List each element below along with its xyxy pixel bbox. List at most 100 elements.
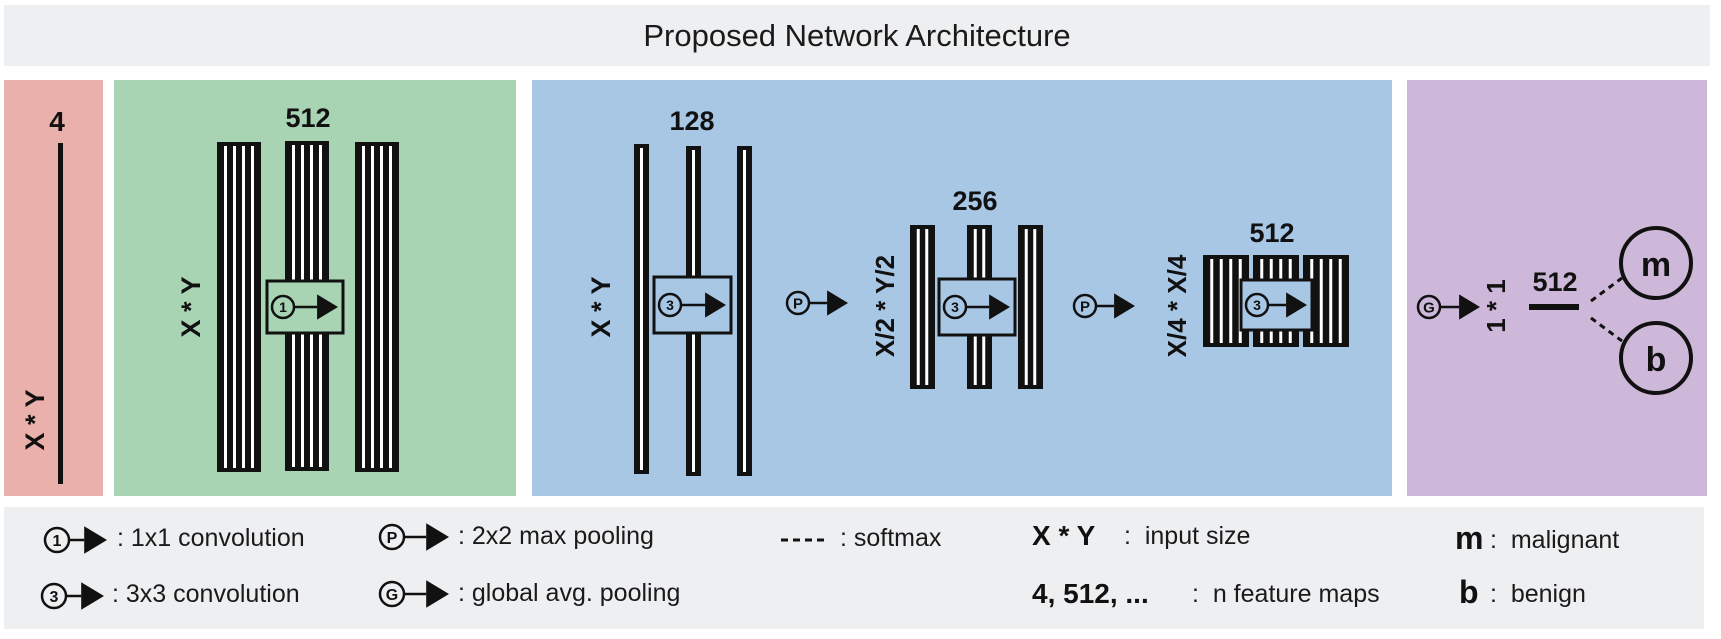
feature-map-bar xyxy=(910,225,935,389)
output-panel xyxy=(1407,80,1707,496)
op-symbol: G xyxy=(1423,299,1435,316)
input-feature-maps-label: 4 xyxy=(49,106,65,137)
bar-body xyxy=(355,142,399,472)
op-symbol: G xyxy=(386,587,398,604)
global-avg-pool-icon: G xyxy=(1416,294,1480,320)
stage1-feature-maps-label: 512 xyxy=(285,103,330,133)
conv3x3-icon: 3 xyxy=(1244,292,1307,318)
legend-benign-text: : benign xyxy=(1490,580,1586,608)
arrow-head xyxy=(81,582,104,610)
arrow-head xyxy=(317,294,338,320)
feature-map-bar xyxy=(737,146,752,476)
bar-gap xyxy=(380,146,383,468)
bar-gap xyxy=(371,146,374,468)
feature-map-bar xyxy=(217,142,261,472)
legend-maxpool-icon: P xyxy=(378,523,449,551)
legend-conv1x1-text: : 1x1 convolution xyxy=(117,524,305,552)
block256-feature-stack xyxy=(910,225,1043,389)
bar-body xyxy=(217,142,261,472)
conv3x3-op-box-2: 3 xyxy=(937,277,1017,337)
op-symbol: P xyxy=(1080,298,1090,315)
bar-gap xyxy=(925,229,929,385)
feature-map-bar xyxy=(355,142,399,472)
bar-gap xyxy=(1024,229,1028,385)
malignant-node-label: m xyxy=(1641,246,1671,284)
op-symbol: 1 xyxy=(53,533,62,550)
conv1x1-icon: 1 xyxy=(270,294,338,320)
diagram-title: Proposed Network Architecture xyxy=(643,18,1071,53)
op-symbol: P xyxy=(387,530,398,547)
conv3x3-icon: 3 xyxy=(942,294,1010,320)
bar-gap xyxy=(251,146,254,468)
bar-gap xyxy=(640,148,643,470)
arrow-head xyxy=(705,292,726,318)
legend-input-size-text: : input size xyxy=(1124,522,1251,550)
legend xyxy=(4,507,1704,629)
softmax-line-m xyxy=(1590,276,1623,303)
op-symbol: 1 xyxy=(279,299,287,315)
benign-node-label: b xyxy=(1646,341,1667,379)
block256-size-label: X/2 * Y/2 xyxy=(870,255,900,357)
feature-map-bar xyxy=(1018,225,1043,389)
title-bar: Proposed Network Architecture xyxy=(4,5,1710,66)
maxpool-icon: P xyxy=(785,290,848,316)
legend-gap-text: : global avg. pooling xyxy=(458,579,681,607)
stage1-size-label: X * Y xyxy=(176,276,206,337)
output-feature-vector xyxy=(1529,304,1579,310)
conv3x3-op-box-1: 3 xyxy=(652,275,733,335)
arrow-head xyxy=(1286,292,1307,318)
bar-gap xyxy=(1033,229,1037,385)
legend-conv3x3-icon: 3 xyxy=(40,582,104,610)
conv3x3-icon: 3 xyxy=(657,292,726,318)
softmax-line-b xyxy=(1590,316,1623,343)
bar-gap xyxy=(916,229,920,385)
maxpool-icon: P xyxy=(1072,293,1135,319)
bar-gap xyxy=(362,146,365,468)
input-size-label: X * Y xyxy=(20,389,50,450)
block128-size-label: X * Y xyxy=(586,276,616,337)
op-symbol: 3 xyxy=(951,299,959,315)
block256-feature-maps-label: 256 xyxy=(952,186,997,216)
op-symbol: 3 xyxy=(666,297,674,313)
arrow-head xyxy=(989,294,1010,320)
legend-malignant-text: : malignant xyxy=(1490,526,1620,554)
block512-feature-maps-label: 512 xyxy=(1249,218,1294,248)
conv1x1-op-box: 1 xyxy=(265,279,345,335)
bar-gap xyxy=(1338,259,1342,343)
conv3x3-op-box-3: 3 xyxy=(1239,278,1314,332)
bar-body xyxy=(1018,225,1043,389)
legend-conv3x3-text: : 3x3 convolution xyxy=(112,580,300,608)
bar-gap xyxy=(1229,259,1233,343)
arrow-head xyxy=(84,526,107,554)
bar-gap xyxy=(233,146,236,468)
op-symbol: 3 xyxy=(50,589,59,606)
legend-feature-maps-text: : n feature maps xyxy=(1192,580,1380,608)
legend-benign-symbol: b xyxy=(1459,574,1479,610)
bar-gap xyxy=(224,146,227,468)
feature-map-bar xyxy=(634,144,649,474)
bar-gap xyxy=(389,146,392,468)
bar-gap xyxy=(1319,259,1323,343)
block512-size-label: X/4 * X/4 xyxy=(1162,254,1192,357)
arrow-head xyxy=(1114,293,1135,319)
legend-global-avg-pool-icon: G xyxy=(378,580,449,608)
input-panel xyxy=(4,80,103,496)
legend-maxpool-text: : 2x2 max pooling xyxy=(458,522,654,550)
legend-malignant-symbol: m xyxy=(1455,520,1484,556)
legend-conv1x1-icon: 1 xyxy=(43,526,107,554)
bar-gap xyxy=(1329,259,1333,343)
output-feature-maps-label: 512 xyxy=(1532,267,1577,297)
legend-softmax-text: : softmax xyxy=(840,524,942,552)
arrow-head xyxy=(827,290,848,316)
benign-node xyxy=(1619,321,1693,395)
op-symbol: 3 xyxy=(1253,297,1261,313)
bar-gap xyxy=(1210,259,1214,343)
block128-feature-stack xyxy=(634,144,752,476)
bar-gap xyxy=(242,146,245,468)
bar-gap xyxy=(743,150,746,472)
bar-body xyxy=(910,225,935,389)
op-symbol: P xyxy=(793,295,803,312)
arrow-head xyxy=(1459,294,1480,320)
malignant-node xyxy=(1619,226,1693,300)
